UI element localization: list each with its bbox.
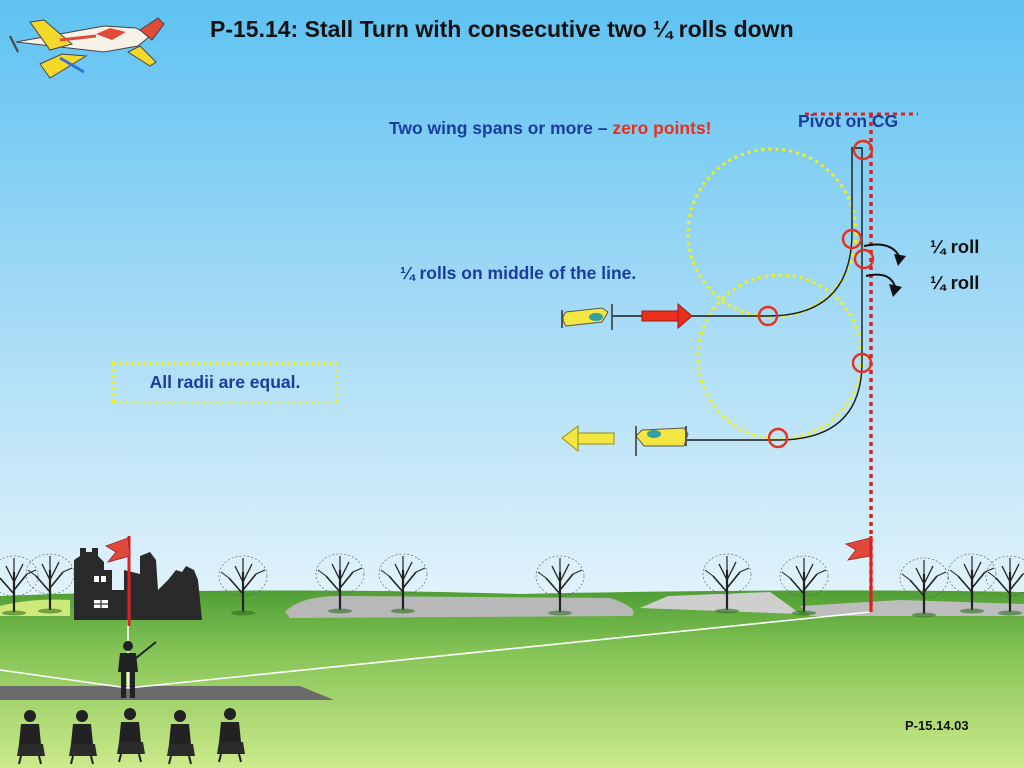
checkpoint-roll-1 [841, 228, 863, 250]
roll-arrows [863, 243, 906, 297]
guide-circle-upper [686, 147, 858, 319]
flag-left [105, 536, 131, 626]
runway [0, 686, 334, 700]
sight-line-right [127, 611, 871, 689]
arrow-right [641, 302, 693, 330]
slide-number: P-15.14.03 [905, 718, 969, 733]
radii-note: All radii are equal. [149, 372, 301, 392]
checkpoint-entry [757, 305, 779, 327]
checkpoint-exit [767, 427, 789, 449]
grey-hill-mid [640, 592, 800, 614]
roll-label-1: ¼ roll [930, 236, 980, 257]
arrow-left [561, 425, 615, 453]
radii-note-box [112, 362, 338, 404]
note-rolls-middle: ¼ rolls on middle of the line. [400, 263, 637, 283]
sky [0, 0, 1024, 600]
sight-line-left [0, 669, 129, 689]
page-title: P-15.14: Stall Turn with consecutive two… [210, 16, 794, 42]
checkpoint-roll-2 [853, 248, 875, 270]
pivot-label: Pivot on CG [798, 111, 899, 131]
grey-hill-left [285, 596, 634, 618]
pilot-figure [118, 641, 157, 698]
castle-ruin [74, 548, 202, 620]
note-zero-points: zero points! [612, 118, 712, 138]
logo-airplane [9, 17, 165, 79]
airplane-entry [561, 304, 613, 330]
checkpoint-pullout [851, 352, 873, 374]
airplane-exit [635, 426, 689, 456]
roll-label-2: ¼ roll [930, 272, 980, 293]
checkpoint-top [852, 139, 874, 161]
note-wing-spans-prefix: Two wing spans or more – [389, 118, 613, 138]
note-wing-spans: Two wing spans or more – zero points! [389, 115, 734, 141]
checkpoints [757, 139, 875, 449]
